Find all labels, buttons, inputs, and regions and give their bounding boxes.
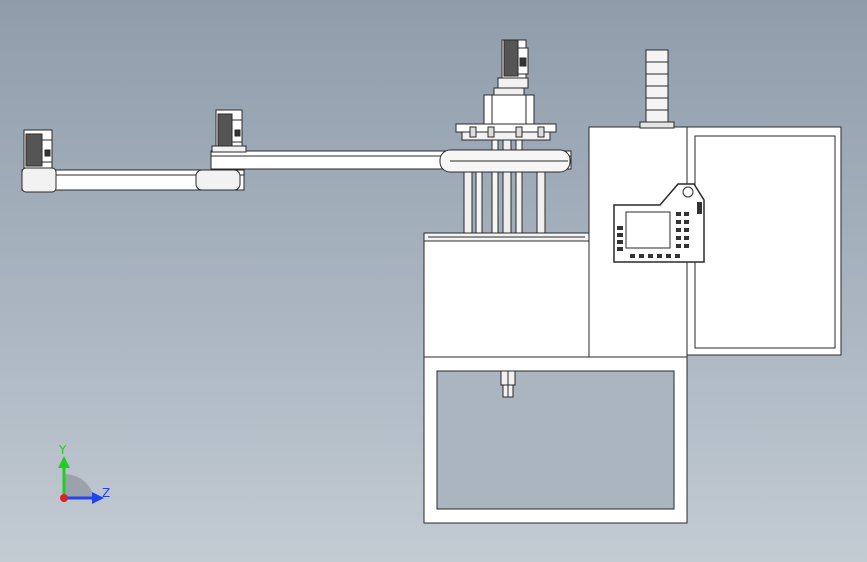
scara-arm-link-1[interactable] bbox=[21, 167, 245, 193]
servo-motor-top[interactable] bbox=[497, 39, 529, 89]
orientation-triad: Y Z bbox=[58, 443, 110, 504]
x-axis-origin bbox=[60, 494, 68, 502]
y-axis-label: Y bbox=[58, 443, 67, 457]
teach-pendant[interactable] bbox=[613, 183, 705, 263]
scara-arm-link-2[interactable] bbox=[210, 149, 572, 173]
y-axis-arrowhead bbox=[58, 456, 70, 468]
machine-body[interactable] bbox=[423, 232, 590, 358]
servo-motor-middle[interactable] bbox=[211, 109, 247, 153]
z-axis-label: Z bbox=[102, 486, 110, 500]
signal-tower-light[interactable] bbox=[639, 49, 675, 129]
servo-motor-left[interactable] bbox=[23, 129, 53, 169]
z-axis-arrowhead bbox=[92, 492, 104, 504]
base-frame[interactable] bbox=[423, 356, 688, 524]
